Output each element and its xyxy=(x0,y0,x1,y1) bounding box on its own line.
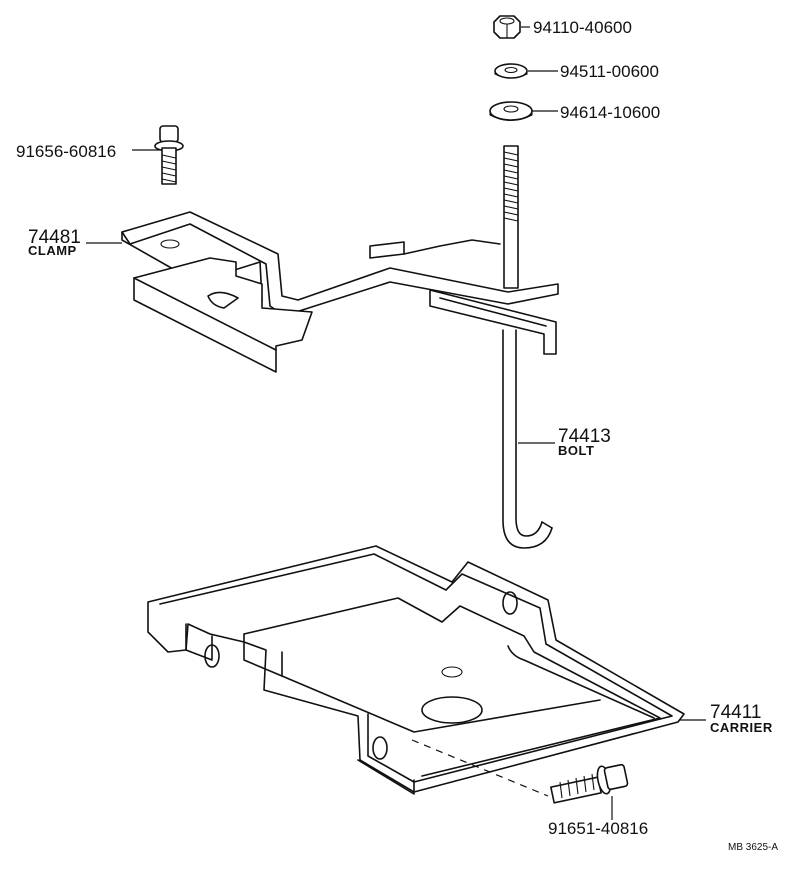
spring-washer-part-number: 94511-00600 xyxy=(560,62,659,81)
battery-carrier-tray xyxy=(147,545,685,795)
hold-bolt-name: BOLT xyxy=(558,443,594,458)
clamp-bolt-part-number: 91656-60816 xyxy=(16,142,116,161)
drawing-code: MB 3625-A xyxy=(728,842,778,853)
spring-washer-icon xyxy=(494,63,528,79)
carrier-name: CARRIER xyxy=(710,720,773,735)
part-labels: 94110-40600 94511-00600 94614-10600 9165… xyxy=(16,18,778,853)
leader-lines xyxy=(86,26,706,820)
clamp-part-number: 74481 xyxy=(28,227,81,248)
hold-down-bolt-icon xyxy=(502,145,553,549)
carrier-part-number: 74411 xyxy=(710,702,761,723)
carrier-bolt-part-number: 91651-40816 xyxy=(548,819,648,838)
clamp-name: CLAMP xyxy=(28,243,77,258)
hex-nut-icon xyxy=(493,15,521,39)
clamp-bracket xyxy=(121,211,559,373)
nut-part-number: 94110-40600 xyxy=(533,18,632,37)
plain-washer-icon xyxy=(489,101,533,122)
clamp-bolt-icon xyxy=(154,125,184,185)
hold-bolt-part-number: 74413 xyxy=(558,426,611,447)
plain-washer-part-number: 94614-10600 xyxy=(560,103,660,122)
carrier-bolt-icon xyxy=(411,739,629,804)
carrier-drain-hole xyxy=(421,696,483,724)
